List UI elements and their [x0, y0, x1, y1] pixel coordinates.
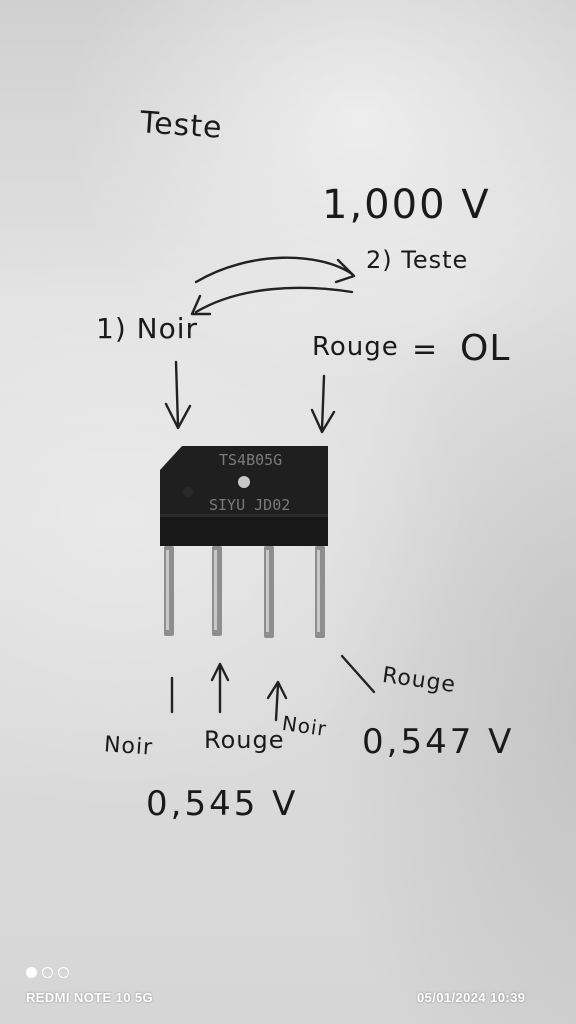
- dot-outline-icon: [58, 967, 69, 978]
- down-arrow-left: [164, 360, 192, 430]
- component-leads: [164, 546, 325, 638]
- equals-sign: =: [412, 332, 439, 367]
- watermark-device-model: REDMI NOTE 10 5G: [26, 990, 154, 1005]
- reading-1000v: 1,000 V: [322, 182, 491, 228]
- reading-0545v: 0,545 V: [146, 784, 299, 824]
- curved-arrow-left: [194, 286, 354, 314]
- part-number-label: TS4B05G: [219, 451, 283, 469]
- mounting-hole: [238, 476, 250, 488]
- dot-outline-icon: [42, 967, 53, 978]
- down-arrow-right: [310, 374, 336, 434]
- watermark-dots-icon: [26, 967, 69, 981]
- bridge-rectifier-body: [160, 446, 328, 546]
- rouge-top-label: Rouge: [312, 332, 399, 362]
- step-1-label: 1) Noir: [96, 312, 199, 345]
- curved-arrow-right-head: [334, 258, 356, 284]
- noir-left-label: Noir: [103, 732, 154, 761]
- pointer-pin4: [340, 654, 376, 694]
- step-2-label: 2) Teste: [366, 246, 469, 274]
- ol-reading: OL: [460, 328, 511, 369]
- up-arrow-pin2: [210, 662, 230, 714]
- dot-filled-icon: [26, 967, 37, 978]
- up-arrow-pin3: [266, 680, 288, 722]
- rouge-mid-label: Rouge: [204, 726, 285, 754]
- component-marking-label: SIYU JD02: [209, 496, 291, 514]
- reading-0547v: 0,547 V: [362, 722, 515, 762]
- watermark-datetime: 05/01/2024 10:39: [417, 990, 526, 1005]
- curved-arrow-left-head: [190, 294, 212, 316]
- curved-arrow-right: [194, 256, 354, 284]
- note-title: Teste: [138, 105, 224, 146]
